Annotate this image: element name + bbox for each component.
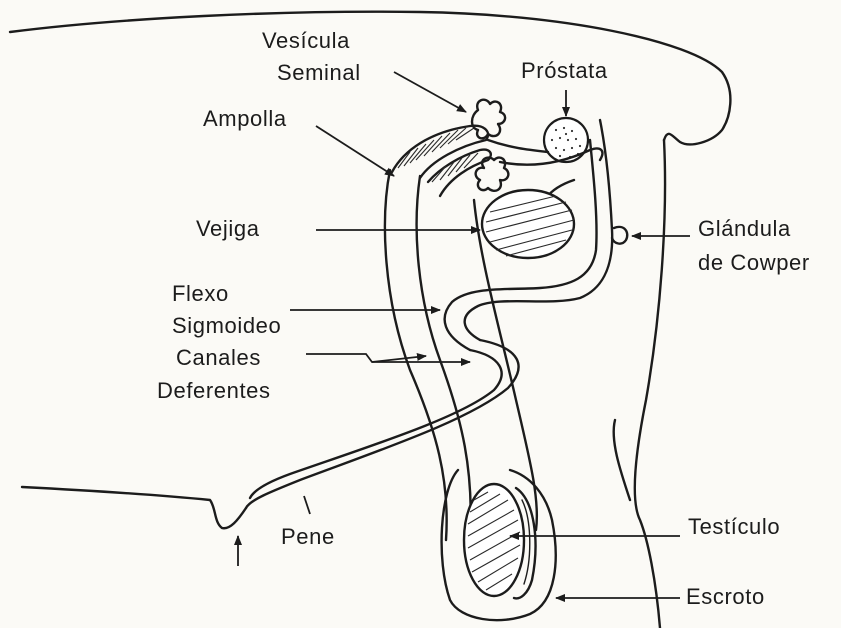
body-outline-rear-leg [614,420,630,500]
penis [250,350,502,498]
body-outline-belly [22,487,246,528]
body-outline-back [10,12,730,145]
label-vejiga: Vejiga [196,216,260,242]
testicle [464,484,524,596]
label-ampolla: Ampolla [203,106,287,132]
label-testiculo: Testículo [688,514,780,540]
ejaculatory-duct [488,140,548,152]
label-glandula-cowper-line1: Glándula [698,216,791,242]
label-flexo-sigmoideo-line1: Flexo [172,281,229,307]
leader-pene [304,496,310,514]
sigmoid-flexure [246,340,519,508]
leader-ampolla [316,126,394,176]
label-pene: Pene [281,524,335,550]
leader-vesicula [394,72,466,112]
label-canales-deferentes-line2: Deferentes [157,378,271,404]
leader-canales [306,354,410,362]
label-canales-deferentes-line1: Canales [176,345,261,371]
label-escroto: Escroto [686,584,765,610]
prostate [544,118,588,162]
label-glandula-cowper-line2: de Cowper [698,250,810,276]
label-flexo-sigmoideo-line2: Sigmoideo [172,313,281,339]
cowper-gland [612,227,627,244]
label-vesicula-seminal-line1: Vesícula [262,28,350,54]
label-prostata: Próstata [521,58,608,84]
body-outline-thigh [635,140,665,628]
label-vesicula-seminal-line2: Seminal [277,60,361,86]
